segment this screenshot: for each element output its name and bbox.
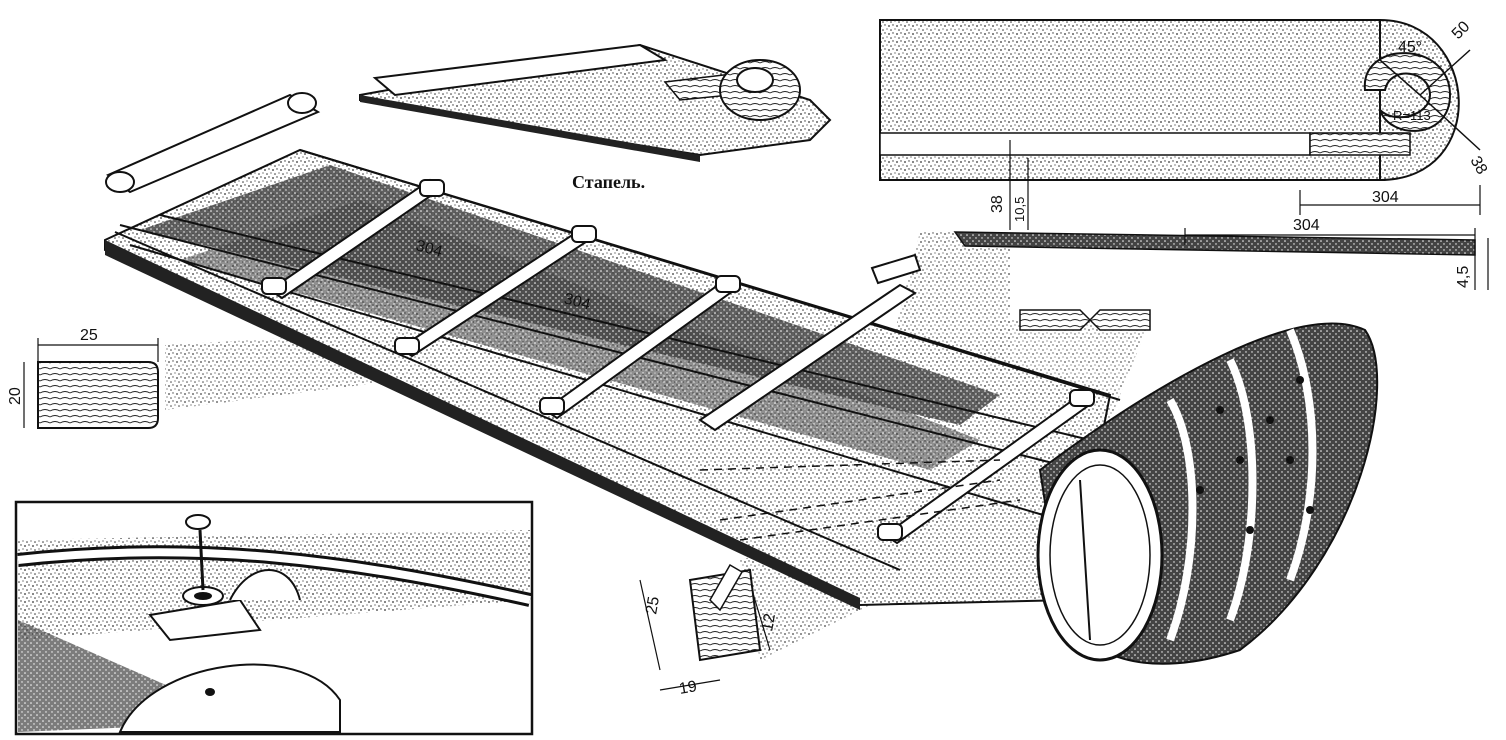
dim-rib-12: 12 [759,612,779,633]
dim-jig-38: 38 [989,195,1006,213]
dim-stringer-304-b: 304 [562,290,592,313]
dim-stringer-304-a: 304 [414,237,444,260]
dim-rib-25: 25 [643,595,663,616]
spar-section [23,338,159,429]
dim-jig-10-5: 10,5 [1012,197,1027,222]
hidden-lines [699,459,1021,541]
dim-bend-radius: R=113 [1393,108,1431,123]
dim-rib-19: 19 [678,678,699,698]
inset-detail [14,500,534,736]
cross-ribs [268,178,1094,545]
stapel-jig [359,43,832,162]
dim-bend-50: 50 [1449,18,1474,43]
clip-piece [870,253,922,285]
dim-plate-4-5: 4,5 [1455,266,1472,288]
rib-clamps [261,179,1095,541]
dim-jig-top-304: 304 [1372,189,1399,206]
leading-edge-roll [1036,322,1379,665]
stringer-profile [1019,309,1151,331]
dim-section-25: 25 [80,327,98,344]
stapel-caption: Стапель. [572,172,645,192]
jig-plate-strip [953,228,1489,290]
loose-rib [105,92,321,194]
dim-bend-angle: 45° [1398,39,1422,56]
dim-bend-38: 38 [1467,154,1491,178]
rib-section [639,563,771,691]
dim-section-20: 20 [7,387,24,405]
dim-jig-bottom-304: 304 [1293,217,1320,234]
jig-section-detail [879,18,1481,230]
